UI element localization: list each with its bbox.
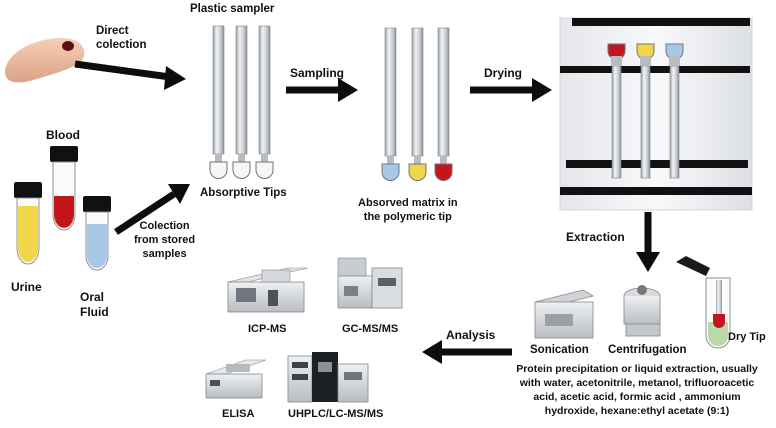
extraction-arrow (636, 212, 660, 272)
oral-fluid-label: Oral Fluid (80, 290, 109, 319)
drying-label: Drying (484, 66, 523, 80)
drying-rack (559, 17, 753, 211)
urine-label: Urine (11, 280, 42, 294)
collection-stored-label: Colection from stored samples (134, 220, 196, 260)
extraction-label: Extraction (566, 230, 625, 244)
dry-tip-tube (676, 256, 731, 349)
finger-icon (4, 38, 85, 83)
stored-samples-arrow (114, 184, 190, 235)
gc-ms-label: GC-MS/MS (342, 323, 399, 335)
centrifugation-label: Centrifugation (608, 344, 687, 356)
sonication-label: Sonication (530, 344, 589, 356)
direct-collection-arrow (74, 60, 186, 90)
sonication-device (533, 289, 595, 339)
drying-arrow (470, 78, 552, 102)
absorved-matrix-label: Absorved matrix in the polymeric tip (358, 197, 458, 223)
blood-tube (50, 146, 78, 231)
urine-tube (14, 182, 42, 265)
direct-collection-label: Direct colection (96, 25, 147, 51)
extraction-note: Protein precipitation or liquid extracti… (516, 363, 758, 417)
analysis-arrow (422, 340, 512, 364)
absorptive-tips-label: Absorptive Tips (200, 187, 287, 199)
oral-fluid-tube (83, 196, 111, 271)
elisa-reader (205, 359, 267, 399)
dry-tip-label: Dry Tip (728, 331, 766, 343)
sampling-arrow (286, 78, 358, 102)
blood-label: Blood (46, 128, 80, 142)
uhplc-instrument (287, 352, 369, 403)
plastic-sampler-label: Plastic sampler (190, 3, 275, 15)
empty-sampler-tips (209, 25, 274, 179)
uhplc-label: UHPLC/LC-MS/MS (288, 408, 384, 420)
analysis-label: Analysis (446, 328, 496, 342)
elisa-label: ELISA (222, 408, 255, 420)
sampling-label: Sampling (290, 66, 345, 80)
icp-ms-instrument (227, 267, 309, 313)
icp-ms-label: ICP-MS (248, 323, 287, 335)
filled-sampler-tips (381, 27, 453, 181)
centrifuge-device (623, 285, 661, 337)
gc-ms-instrument (337, 257, 403, 309)
